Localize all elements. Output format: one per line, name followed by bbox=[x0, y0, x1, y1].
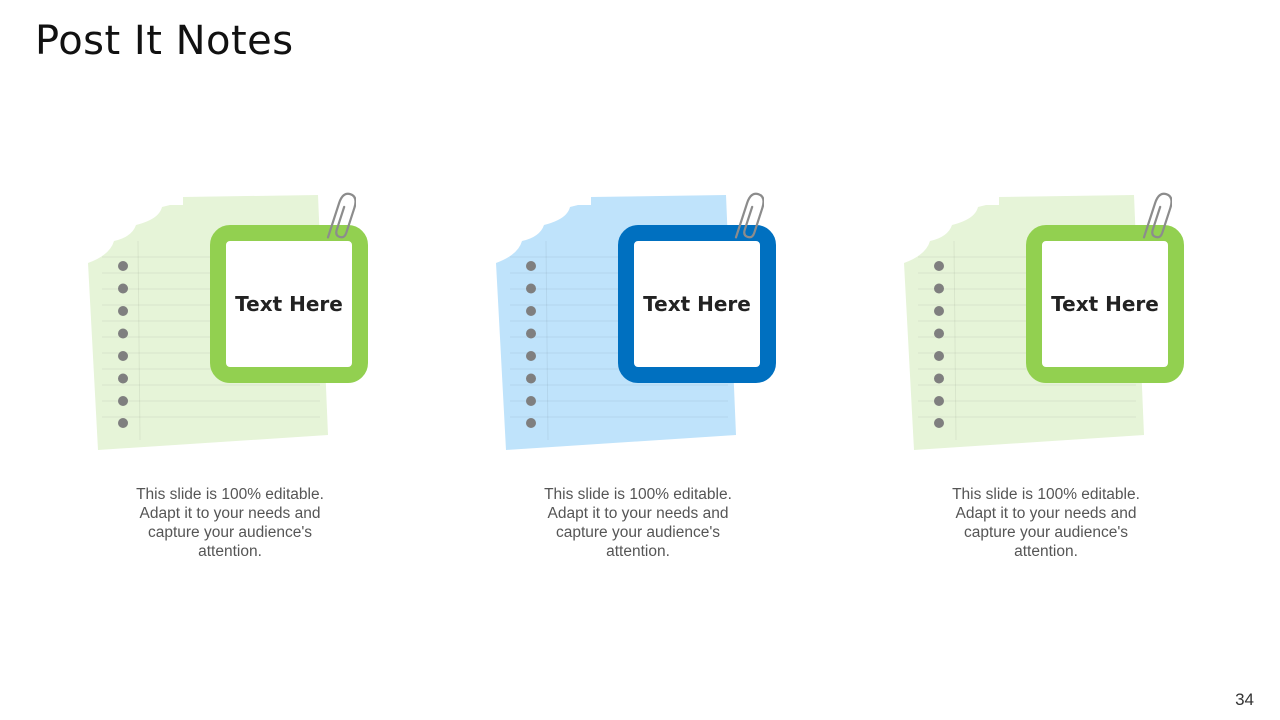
text-frame[interactable]: Text Here bbox=[1026, 225, 1184, 383]
binding-holes bbox=[118, 261, 128, 428]
note-label[interactable]: Text Here bbox=[1051, 292, 1159, 316]
binding-holes bbox=[934, 261, 944, 428]
slide-title: Post It Notes bbox=[35, 18, 294, 64]
binding-holes bbox=[526, 261, 536, 428]
post-it-note-2: Text Here This slide is 100% editable. A… bbox=[488, 185, 788, 575]
note-description: This slide is 100% editable. Adapt it to… bbox=[544, 486, 732, 560]
post-it-note-3: Text Here This slide is 100% editable. A… bbox=[896, 185, 1196, 575]
page-number: 34 bbox=[1235, 690, 1254, 709]
post-it-note-1: Text Here This slide is 100% editable. A… bbox=[80, 185, 380, 575]
paperclip-icon bbox=[1142, 192, 1172, 239]
text-frame[interactable]: Text Here bbox=[210, 225, 368, 383]
note-description: This slide is 100% editable. Adapt it to… bbox=[136, 486, 324, 560]
paperclip-icon bbox=[734, 192, 764, 239]
note-label[interactable]: Text Here bbox=[643, 292, 751, 316]
paperclip-icon bbox=[326, 192, 356, 239]
note-label[interactable]: Text Here bbox=[235, 292, 343, 316]
note-description: This slide is 100% editable. Adapt it to… bbox=[952, 486, 1140, 560]
text-frame[interactable]: Text Here bbox=[618, 225, 776, 383]
